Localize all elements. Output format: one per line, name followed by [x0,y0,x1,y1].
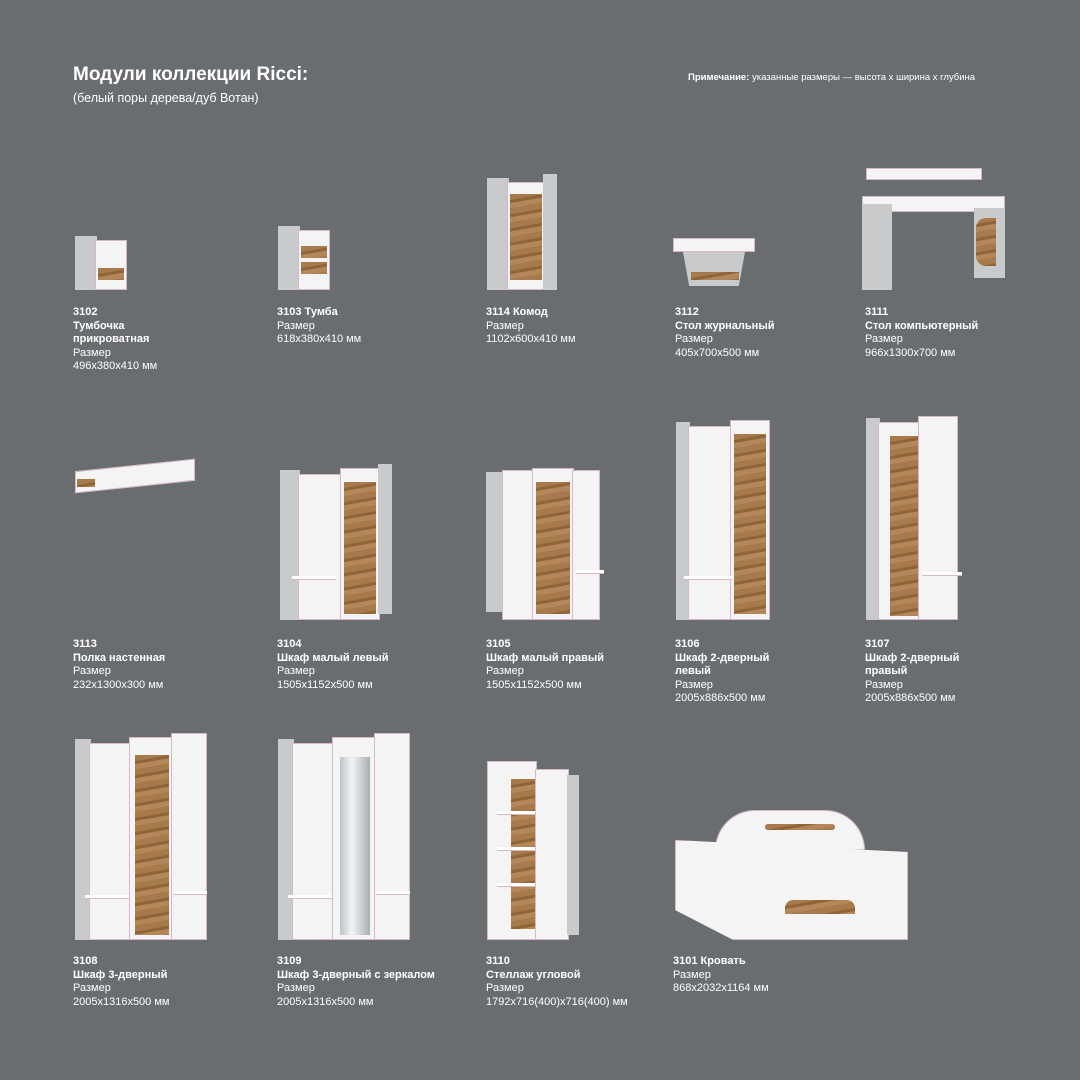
image-3102 [75,232,127,290]
item-name: Кровать [700,955,746,967]
item-code: 3103 [277,306,302,318]
size-label: Размер [73,346,111,359]
note-text: указанные размеры — высота х ширина х гл… [749,72,976,83]
image-3103 [278,220,330,290]
size-label: Размер [277,982,315,995]
item-code: 3102 [73,306,98,318]
item-name: Комод [512,306,548,318]
item-size: 1102x600x410 мм [486,333,576,346]
item-size: 496x380x410 мм [73,360,158,373]
size-label: Размер [277,319,315,332]
item-size: 2005x886x500 мм [865,692,956,705]
item-size: 2005x886x500 мм [675,692,766,705]
image-3112 [673,238,755,290]
size-label: Размер [486,319,524,332]
item-name: Тумбочка прикроватная [73,319,150,346]
item-code: 3109 [277,955,302,967]
item-code: 3107 [865,638,890,650]
item-code: 3111 [865,306,889,318]
image-3113 [75,455,195,500]
image-3111 [862,168,1005,290]
item-title: 3114 Комод [486,306,676,320]
size-label: Размер [486,665,524,678]
item-name: Шкаф 3-дверный с зеркалом [277,968,435,981]
item-size: 618x380x410 мм [277,333,362,346]
size-label: Размер [865,333,903,346]
item-name: Стол компьютерный [865,319,979,332]
item-code: 3104 [277,638,302,650]
page-subtitle: (белый поры дерева/дуб Вотан) [73,91,259,105]
item-size: 1505x1152x500 мм [486,678,582,691]
item-name: Шкаф 2-дверный правый [865,651,960,678]
item-size: 966x1300x700 мм [865,346,956,359]
item-name: Тумба [304,306,338,318]
image-3107 [866,408,962,620]
item-size: 1505x1152x500 мм [277,678,373,691]
page-title: Модули коллекции Ricci: [73,64,309,85]
item-name: Шкаф малый правый [486,651,605,664]
item-size: 405x700x500 мм [675,346,760,359]
size-label: Размер [486,982,524,995]
item-name: Стеллаж угловой [486,968,581,981]
image-3101 [675,810,908,940]
item-title: 3101 Кровать [673,955,863,969]
image-3105 [486,458,605,620]
image-3108 [75,725,207,940]
size-label: Размер [277,665,315,678]
item-name: Шкаф малый левый [277,651,389,664]
item-size: 1792x716(400)x716(400) мм [486,995,628,1008]
dimensions-note: Примечание: указанные размеры — высота х… [688,72,975,83]
image-3110 [487,755,583,940]
item-code: 3101 [673,955,698,967]
item-name: Стол журнальный [675,319,775,332]
size-label: Размер [675,678,713,691]
image-3104 [280,458,392,620]
size-label: Размер [675,333,713,346]
item-code: 3110 [486,955,510,967]
item-code: 3112 [675,306,699,318]
item-name: Полка настенная [73,651,166,664]
image-3114 [487,170,557,290]
item-size: 2005x1316x500 мм [73,995,170,1008]
item-name: Шкаф 2-дверный левый [675,651,770,678]
item-code: 3105 [486,638,511,650]
item-code: 3108 [73,955,98,967]
image-3109 [278,725,410,940]
size-label: Размер [673,968,711,981]
item-size: 2005x1316x500 мм [277,995,374,1008]
item-code: 3106 [675,638,700,650]
note-label: Примечание: [688,72,750,83]
item-code: 3114 [486,306,510,318]
image-3106 [676,412,775,620]
item-code: 3113 [73,638,97,650]
size-label: Размер [865,678,903,691]
size-label: Размер [73,665,111,678]
item-name: Шкаф 3-дверный [73,968,168,981]
size-label: Размер [73,982,111,995]
item-title: 3103 Тумба [277,306,467,320]
item-size: 232x1300x300 мм [73,678,164,691]
item-size: 868x2032x1164 мм [673,982,769,995]
